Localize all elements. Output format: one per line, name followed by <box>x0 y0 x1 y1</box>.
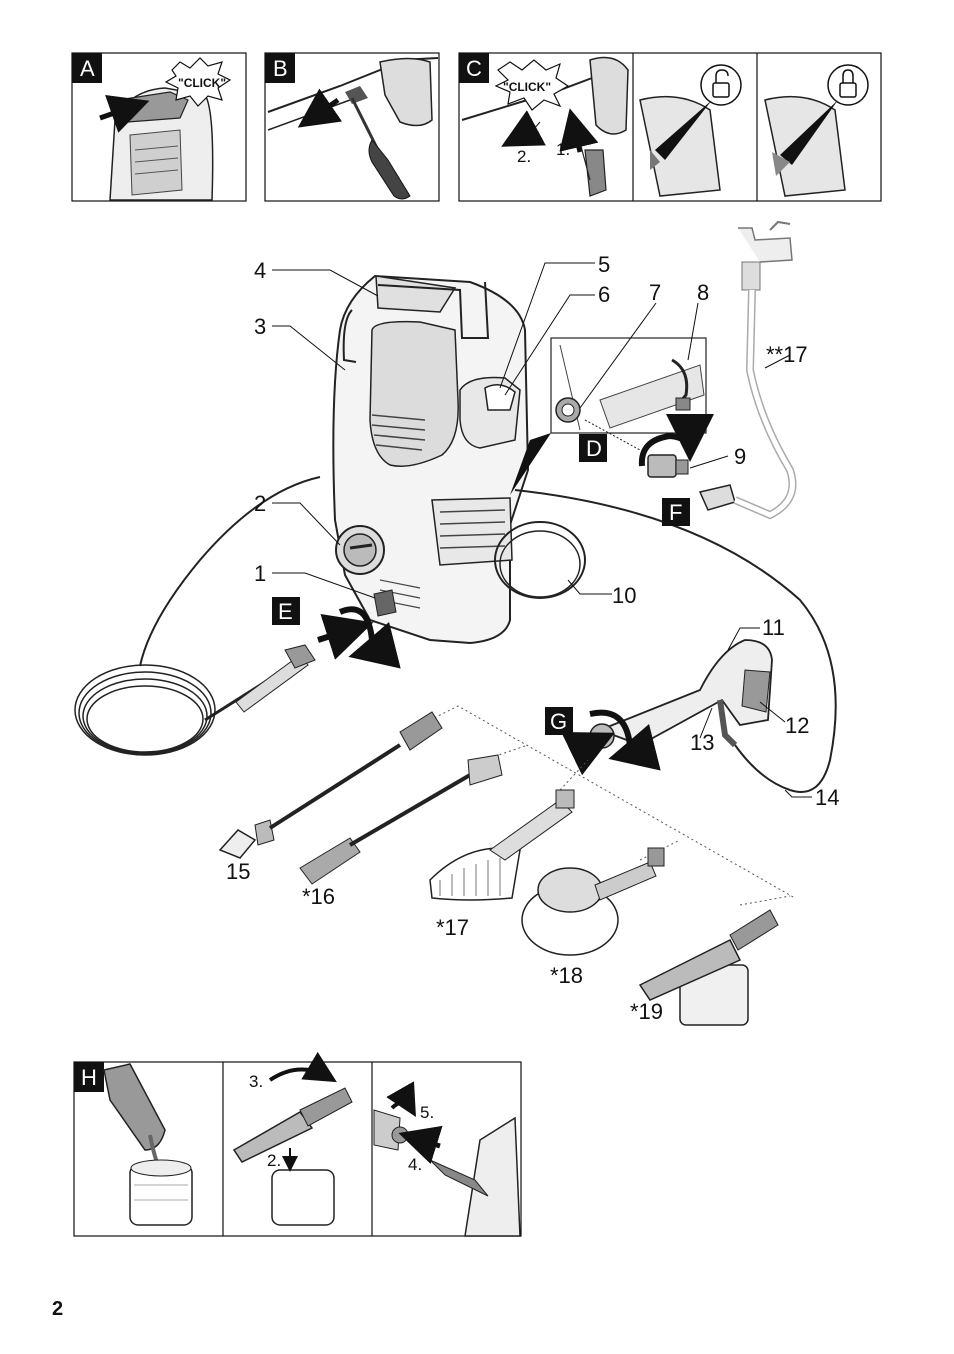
unlock-icon <box>650 150 660 170</box>
panel-c-step-2: 2. <box>517 147 531 166</box>
panel-b-letter: B <box>273 56 288 81</box>
callout-12: 12 <box>785 713 809 738</box>
callout-14: 14 <box>815 785 839 810</box>
callout-4: 4 <box>254 258 266 283</box>
panel-h-step-2: 2. <box>267 1151 281 1170</box>
panel-d-letter: D <box>586 436 602 461</box>
panel-a-click-text: "CLICK" <box>178 76 226 90</box>
callout-9: 9 <box>734 444 746 469</box>
panel-a-letter: A <box>80 56 95 81</box>
callout-5: 5 <box>598 252 610 277</box>
panel-h-step-5: 5. <box>420 1103 434 1122</box>
callout-8: 8 <box>697 280 709 305</box>
lock-icon <box>842 69 854 83</box>
panel-a: A "CLICK" <box>71 52 247 202</box>
panel-c-click-text: "CLICK" <box>503 80 551 94</box>
panel-f-letter: F <box>669 500 682 525</box>
callout-11: 11 <box>762 615 785 640</box>
panel-h-step-3: 3. <box>249 1072 263 1091</box>
callout-2: 2 <box>254 491 266 516</box>
panel-b: B <box>264 52 440 202</box>
callout-3: 3 <box>254 314 266 339</box>
panel-h-step-4: 4. <box>408 1155 422 1174</box>
callout-17-hose: **17 <box>766 342 808 367</box>
panel-c: C "CLICK" 2. 1. <box>458 52 882 202</box>
panel-c-letter: C <box>466 56 482 81</box>
panel-h: H 3. 2. 5. 4. <box>73 1051 522 1237</box>
panel-e-letter: E <box>278 599 293 624</box>
panel-g-letter: G <box>550 709 567 734</box>
callout-19: *19 <box>630 999 663 1024</box>
callout-13: 13 <box>690 730 714 755</box>
callout-labels: 4 3 5 6 7 8 **17 9 2 1 10 11 12 13 14 15… <box>226 252 839 1024</box>
panel-h-letter: H <box>81 1065 97 1090</box>
callout-16: *16 <box>302 884 335 909</box>
callout-6: 6 <box>598 282 610 307</box>
hose-coil <box>74 664 216 756</box>
panel-c-step-1: 1. <box>556 140 570 159</box>
callout-10: 10 <box>612 583 636 608</box>
callout-7: 7 <box>649 280 661 305</box>
main-assembly: D F E G <box>74 220 837 1026</box>
callout-15: 15 <box>226 859 250 884</box>
callout-1: 1 <box>254 561 266 586</box>
callout-17: *17 <box>436 915 469 940</box>
callout-18: *18 <box>550 963 583 988</box>
page-number: 2 <box>52 1298 64 1320</box>
